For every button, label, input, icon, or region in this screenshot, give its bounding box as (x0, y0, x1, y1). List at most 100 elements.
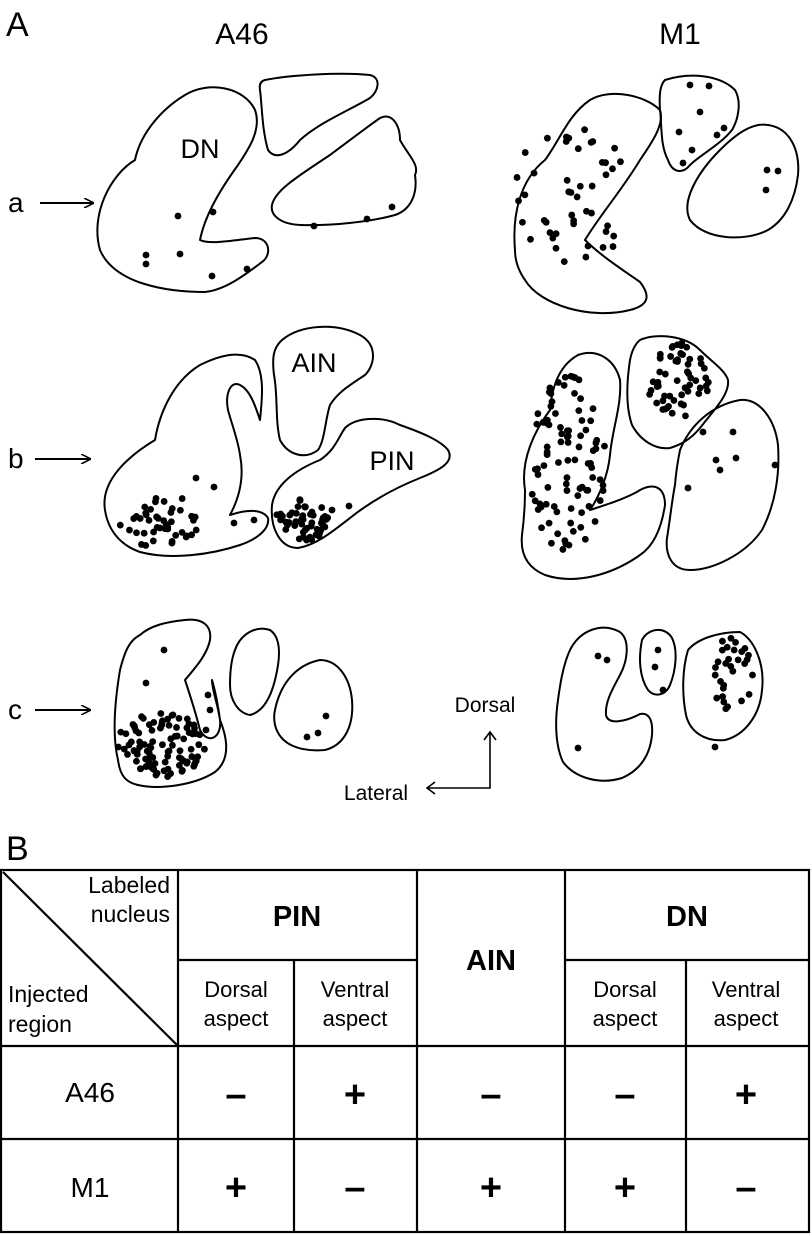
labeled-neuron-dot (307, 510, 314, 518)
labeled-neuron-dot (546, 229, 554, 236)
labeled-neuron-dot (164, 525, 172, 533)
labeled-neuron-dot (659, 686, 667, 694)
labeled-neuron-dot (539, 418, 547, 426)
labeled-neuron-dot (138, 541, 145, 548)
labeled-neuron-dot (734, 656, 742, 664)
labeled-neuron-dot (610, 232, 618, 240)
a46-b-interposed-posterior-outline (270, 417, 451, 549)
header-pin-ventral-line1: Ventral (321, 977, 390, 1002)
labeled-neuron-dot (667, 353, 675, 360)
labeled-neuron-dot (727, 634, 735, 642)
labeled-neuron-dot (576, 182, 584, 190)
labeled-neuron-dot (575, 443, 583, 451)
labeled-neuron-dot (164, 752, 172, 760)
labeled-neuron-dot (560, 381, 568, 389)
labeled-neuron-dot (175, 714, 183, 722)
labeled-neuron-dot (568, 211, 576, 219)
labeled-neuron-dot (574, 492, 582, 500)
labeled-neuron-dot (513, 174, 521, 181)
row-label-c: c (8, 694, 22, 725)
labeled-neuron-dot (250, 516, 258, 524)
labeled-neuron-dot (601, 442, 608, 450)
labeled-neuron-dot (540, 462, 548, 469)
labeled-neuron-dot (192, 754, 199, 762)
labeled-neuron-dot (700, 364, 708, 372)
labeled-neuron-dot (684, 360, 692, 368)
labeled-neuron-dot (564, 439, 572, 446)
labeled-neuron-dot (719, 637, 726, 645)
labeled-neuron-dot (679, 159, 687, 167)
labeled-neuron-dot (210, 483, 218, 491)
labeled-neuron-dot (656, 368, 664, 376)
labeled-neuron-dot (688, 146, 696, 154)
labeled-neuron-dot (563, 176, 571, 184)
labeled-neuron-dot (674, 356, 681, 364)
row-m1-ain: + (480, 1167, 502, 1209)
labeled-neuron-dot (319, 516, 326, 524)
labeled-neuron-dot (192, 526, 200, 534)
labeled-neuron-dot (230, 519, 238, 527)
labeled-neuron-dot (584, 242, 592, 250)
labeled-neuron-dot (157, 710, 165, 717)
labeled-neuron-dot (711, 743, 719, 751)
labeled-neuron-dot (550, 503, 558, 510)
labeled-neuron-dot (686, 81, 694, 89)
labeled-neuron-dot (175, 761, 183, 769)
labeled-neuron-dot (130, 515, 138, 522)
table-border (0, 868, 811, 1234)
labeled-neuron-dot (521, 191, 529, 199)
labeled-neuron-dot (179, 767, 186, 774)
labeled-neuron-dot (545, 519, 553, 527)
labeled-neuron-dot (720, 124, 728, 132)
labeled-neuron-dot (124, 751, 131, 758)
labeled-neuron-dot (164, 715, 171, 723)
labeled-neuron-dot (185, 729, 193, 737)
labeled-neuron-dot (696, 108, 704, 116)
labeled-neuron-dot (653, 383, 661, 391)
labeled-neuron-dot (150, 718, 158, 726)
labeled-neuron-dot (563, 433, 571, 441)
labeled-neuron-dot (388, 203, 396, 211)
labeled-neuron-dot (527, 235, 534, 243)
labeled-neuron-dot (345, 502, 353, 510)
labeled-neuron-dot (141, 503, 149, 511)
labeled-neuron-dot (723, 643, 731, 651)
labeled-neuron-dot (547, 390, 555, 397)
labeled-neuron-dot (132, 727, 140, 735)
labeled-neuron-dot (712, 456, 720, 464)
labeled-neuron-dot (180, 735, 188, 743)
labeled-neuron-dot (561, 373, 569, 381)
labeled-neuron-dot (596, 476, 604, 483)
dorsal-arrowhead (483, 730, 497, 741)
labeled-neuron-dot (653, 399, 661, 407)
header-pin: PIN (273, 901, 321, 933)
labeled-neuron-dot (165, 721, 173, 729)
labeled-neuron-dot (294, 503, 302, 511)
labeled-neuron-dot (774, 167, 782, 175)
header-region: region (8, 1011, 72, 1037)
labeled-neuron-dot (303, 733, 311, 741)
a46-a-interposed-anterior-outline (258, 72, 379, 157)
labeled-neuron-dot (521, 149, 529, 156)
labeled-neuron-dot (716, 466, 724, 474)
labeled-neuron-dot (713, 694, 721, 702)
labeled-neuron-dot (762, 186, 770, 194)
labeled-neuron-dot (570, 220, 578, 228)
labeled-neuron-dot (148, 726, 156, 734)
labeled-neuron-dot (552, 410, 559, 417)
labeled-neuron-dot (180, 757, 187, 765)
labeled-neuron-dot (575, 407, 583, 415)
labeled-neuron-dot (729, 428, 737, 436)
labeled-neuron-dot (554, 379, 562, 386)
labeled-neuron-dot (719, 684, 727, 692)
labeled-neuron-dot (582, 426, 590, 434)
labeled-neuron-dot (678, 391, 686, 399)
labeled-neuron-dot (531, 466, 539, 473)
labeled-neuron-dot (195, 741, 203, 749)
labeled-neuron-dot (559, 546, 567, 553)
labeled-neuron-dot (738, 697, 745, 705)
labeled-neuron-dot (587, 417, 595, 425)
labeled-neuron-dot (571, 374, 579, 382)
labeled-neuron-dot (599, 481, 607, 489)
